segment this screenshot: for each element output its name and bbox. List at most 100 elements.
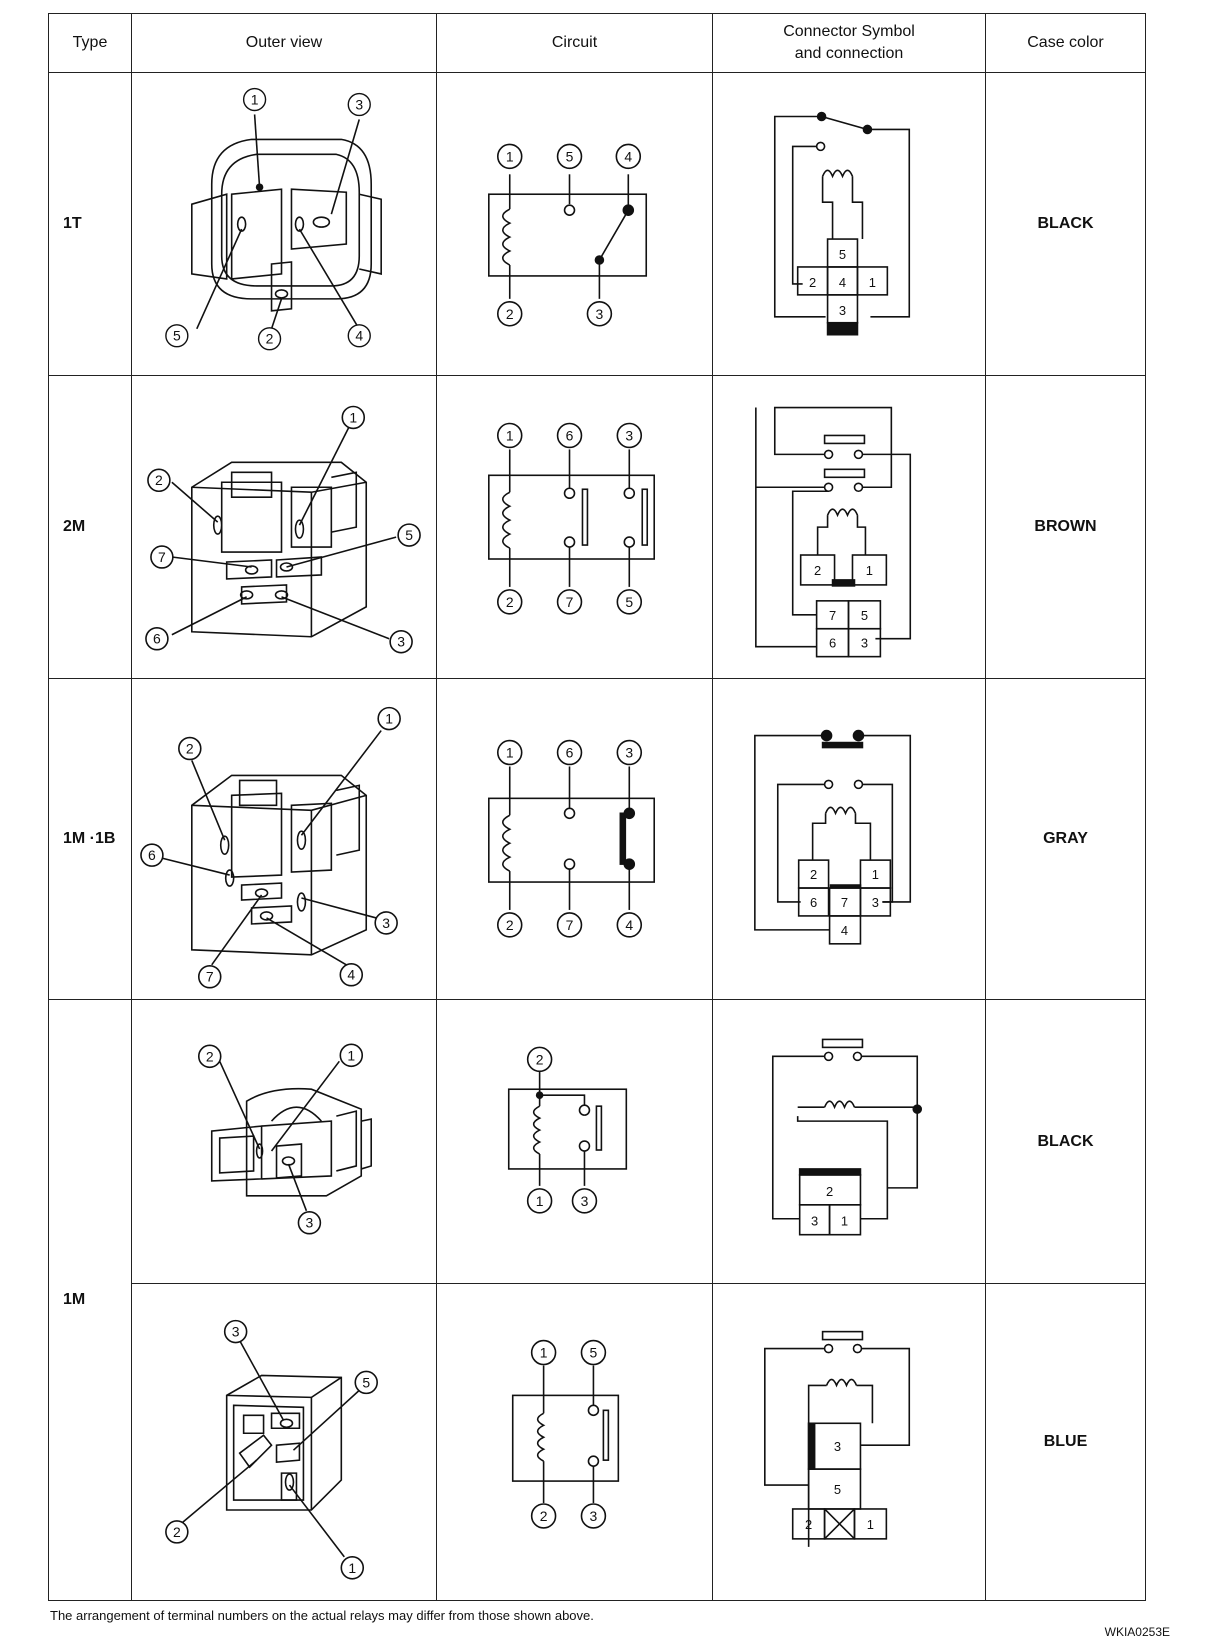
connector-cell: 2 3 1 [712, 999, 986, 1284]
svg-text:3: 3 [625, 427, 633, 443]
relay-1m-blue-circuit: 1 5 2 3 [511, 1339, 620, 1529]
type-cell: 1T [48, 71, 132, 376]
svg-text:4: 4 [625, 917, 633, 933]
svg-text:5: 5 [173, 327, 181, 343]
header-type: Type [48, 13, 132, 73]
svg-text:1: 1 [540, 1344, 548, 1360]
relay-type-table: Type Outer view Circuit Connector Symbol… [48, 13, 1146, 1602]
svg-text:2: 2 [266, 330, 274, 346]
svg-text:4: 4 [347, 967, 355, 983]
svg-text:1: 1 [872, 867, 879, 882]
svg-text:6: 6 [810, 895, 817, 910]
svg-text:2: 2 [506, 917, 514, 933]
relay-1m1b-circuit: 1 6 3 2 7 4 [488, 739, 656, 938]
relay-1m-black-outer-view: 2 1 3 [197, 1044, 373, 1236]
header-case-color: Case color [985, 13, 1146, 73]
relay-1m1b-outer-view: 2 1 6 3 7 4 [140, 706, 401, 989]
svg-text:2: 2 [186, 741, 194, 757]
svg-text:3: 3 [355, 96, 363, 112]
case-color-cell: BLACK [985, 71, 1146, 376]
svg-text:5: 5 [405, 527, 413, 543]
svg-text:7: 7 [566, 917, 574, 933]
svg-text:1: 1 [869, 274, 876, 289]
outer-view-cell: 1 2 5 7 6 3 [131, 374, 437, 680]
table-row: 1T 1 3 [48, 71, 1146, 376]
svg-text:1: 1 [506, 745, 514, 761]
svg-text:3: 3 [581, 1193, 589, 1209]
case-color-cell: BLUE [985, 1282, 1146, 1602]
connector-cell: 2 1 7 5 6 3 [712, 374, 986, 680]
table-row: 1M 2 1 3 [48, 999, 1146, 1601]
relay-1t-outer-view: 1 3 5 2 4 [165, 87, 382, 351]
svg-text:1: 1 [841, 1214, 848, 1229]
svg-text:5: 5 [566, 148, 574, 164]
figure-code: WKIA0253E [1104, 1625, 1170, 1639]
header-connector: Connector Symbol and connection [712, 13, 986, 73]
svg-text:3: 3 [232, 1323, 240, 1339]
svg-text:5: 5 [834, 1482, 841, 1497]
svg-text:3: 3 [839, 302, 846, 317]
connector-cell: 3 5 2 1 [712, 1282, 986, 1602]
outer-view-cell: 3 5 2 1 [131, 1282, 437, 1602]
circuit-cell: 2 1 3 [436, 999, 713, 1284]
relay-1m-blue-connector-symbol: 3 5 2 1 [764, 1330, 911, 1547]
relay-1m1b-connector-symbol: 2 1 6 7 3 4 [754, 729, 912, 945]
svg-text:2: 2 [826, 1184, 833, 1199]
case-color-cell: GRAY [985, 678, 1146, 1001]
relay-1t-connector-symbol: 5 2 4 1 3 [773, 111, 911, 336]
svg-text:3: 3 [811, 1214, 818, 1229]
svg-text:7: 7 [158, 549, 166, 565]
svg-text:2: 2 [814, 563, 821, 578]
relay-1m-blue-outer-view: 3 5 2 1 [165, 1319, 378, 1580]
footnote: The arrangement of terminal numbers on t… [50, 1608, 594, 1623]
svg-text:6: 6 [148, 847, 156, 863]
connector-cell: 2 1 6 7 3 4 [712, 678, 986, 1001]
svg-text:1: 1 [867, 1516, 874, 1531]
svg-text:7: 7 [829, 608, 836, 623]
circuit-cell: 1 6 3 2 7 5 [436, 374, 713, 680]
header-circuit: Circuit [436, 13, 713, 73]
svg-text:2: 2 [173, 1523, 181, 1539]
outer-view-cell: 2 1 3 [131, 999, 437, 1284]
svg-text:6: 6 [566, 427, 574, 443]
svg-text:3: 3 [590, 1507, 598, 1523]
type-cell: 1M ·1B [48, 678, 132, 1001]
svg-text:5: 5 [590, 1344, 598, 1360]
terminal-labels: 1 3 5 2 4 [165, 87, 371, 351]
svg-text:3: 3 [625, 745, 633, 761]
svg-text:3: 3 [834, 1439, 841, 1454]
svg-text:7: 7 [841, 895, 848, 910]
svg-text:2: 2 [540, 1507, 548, 1523]
svg-text:6: 6 [153, 631, 161, 647]
connector-cell: 5 2 4 1 3 [712, 71, 986, 376]
svg-text:3: 3 [397, 634, 405, 650]
svg-text:2: 2 [536, 1052, 544, 1068]
relay-1m-black-connector-symbol: 2 3 1 [771, 1039, 923, 1236]
svg-text:2: 2 [206, 1049, 214, 1065]
svg-text:2: 2 [155, 472, 163, 488]
svg-text:1: 1 [347, 1048, 355, 1064]
relay-2m-circuit: 1 6 3 2 7 5 [488, 422, 656, 615]
svg-text:1: 1 [251, 91, 259, 107]
circuit-cell: 1 5 4 2 3 [436, 71, 713, 376]
svg-text:5: 5 [839, 247, 846, 262]
table-row: 2M [48, 374, 1146, 680]
svg-text:5: 5 [861, 608, 868, 623]
relay-2m-connector-symbol: 2 1 7 5 6 3 [755, 406, 912, 658]
svg-text:3: 3 [382, 915, 390, 931]
outer-view-cell: 1 3 5 2 4 [131, 71, 437, 376]
case-color-cell: BLACK [985, 999, 1146, 1284]
svg-text:1: 1 [385, 711, 393, 727]
circuit-cell: 1 6 3 2 7 4 [436, 678, 713, 1001]
svg-text:7: 7 [206, 969, 214, 985]
circuit-cell: 1 5 2 3 [436, 1282, 713, 1602]
svg-text:4: 4 [839, 274, 846, 289]
svg-text:2: 2 [805, 1516, 812, 1531]
svg-text:1: 1 [506, 427, 514, 443]
svg-text:3: 3 [306, 1215, 314, 1231]
svg-text:2: 2 [506, 594, 514, 610]
outer-view-cell: 2 1 6 3 7 4 [131, 678, 437, 1001]
svg-text:1: 1 [506, 148, 514, 164]
type-cell: 1M [48, 999, 132, 1601]
header-row: Type Outer view Circuit Connector Symbol… [48, 13, 1146, 73]
